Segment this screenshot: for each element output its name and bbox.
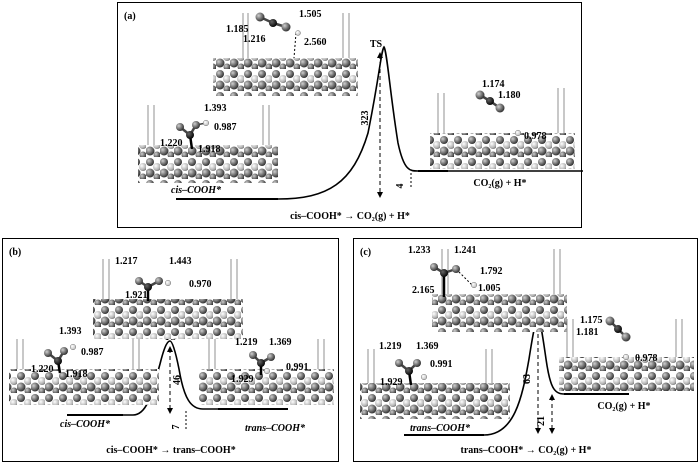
ts-slab <box>93 259 243 339</box>
ts-bond-1: 1.217 <box>115 256 138 267</box>
is-molecule <box>176 119 209 150</box>
panel-label: (b) <box>9 247 21 258</box>
initial-state-label: cis–COOH* <box>171 185 222 196</box>
reaction-energy-value: 21 <box>536 416 547 426</box>
is-bond-1: 1.393 <box>204 103 227 114</box>
is-bond-3: 0.991 <box>430 359 453 370</box>
initial-state-label: cis–COOH* <box>60 419 111 430</box>
ts-bond-1: 1.505 <box>299 9 322 20</box>
panel-b: (b) 46 TS 7 1.217 1.443 0.970 1.92 <box>2 238 339 462</box>
ts-bond-5: 1.005 <box>478 283 501 294</box>
fs-bond-1: 1.175 <box>580 315 603 326</box>
fs-bond-3: 0.978 <box>524 131 547 142</box>
fs-bond-1: 1.219 <box>235 337 258 348</box>
reaction-energy-value: 4 <box>395 184 406 189</box>
panel-caption: trans–COOH* → CO₂(g) + H* <box>461 445 592 456</box>
final-state-label: CO₂(g) + H* <box>473 178 526 189</box>
is-bond-4: 1.918 <box>198 144 221 155</box>
panel-caption: cis–COOH* → trans–COOH* <box>106 445 235 456</box>
fs-slab <box>430 88 575 169</box>
fs-molecule <box>249 351 275 375</box>
ts-label: TS <box>370 39 383 50</box>
is-bond-4: 1.918 <box>65 369 88 380</box>
panel-c: (c) 63 TS 21 1.233 1.241 1.792 <box>353 238 698 462</box>
panel-label: (c) <box>360 247 371 258</box>
fs-molecule <box>605 316 631 360</box>
ts-molecule <box>255 12 301 59</box>
barrier-value: 63 <box>522 374 533 384</box>
is-bond-2: 0.987 <box>81 347 104 358</box>
is-molecule <box>44 343 76 374</box>
ts-bond-4: 2.560 <box>304 37 327 48</box>
is-bond-2: 0.987 <box>214 122 237 133</box>
reaction-energy-value: 7 <box>171 425 182 430</box>
ts-bond-3: 1.216 <box>243 34 266 45</box>
fs-bond-4: 1.929 <box>231 374 254 385</box>
ts-molecule <box>135 277 171 301</box>
ts-bond-4: 2.165 <box>412 285 435 296</box>
ts-bond-2: 1.443 <box>169 256 192 267</box>
is-slab <box>9 339 159 405</box>
ts-bond-2: 1.241 <box>454 245 477 256</box>
ts-bond-3: 0.970 <box>189 279 212 290</box>
ts-bond-3: 1.792 <box>480 266 503 277</box>
is-bond-2: 1.369 <box>416 341 439 352</box>
barrier-value: 323 <box>360 111 371 126</box>
panel-label: (a) <box>124 11 136 22</box>
fs-molecule <box>475 90 522 136</box>
is-molecule <box>395 359 427 386</box>
is-slab <box>138 105 278 183</box>
ts-bond-2: 1.185 <box>226 24 249 35</box>
fs-bond-3: 0.991 <box>286 362 309 373</box>
panel-c-figure: (c) 63 TS 21 1.233 1.241 1.792 <box>360 245 694 456</box>
final-state-label: trans–COOH* <box>245 423 306 434</box>
initial-state-label: trans–COOH* <box>410 423 471 434</box>
is-bond-3: 1.220 <box>160 138 183 149</box>
barrier-value: 46 <box>172 375 183 385</box>
energy-profile <box>176 45 583 200</box>
fs-bond-3: 0.978 <box>635 353 658 364</box>
fs-slab <box>559 319 694 391</box>
is-bond-1: 1.219 <box>379 341 402 352</box>
is-slab <box>360 349 510 419</box>
ts-bond-1: 1.233 <box>408 245 431 256</box>
ts-molecule <box>430 263 477 297</box>
fs-bond-1: 1.174 <box>482 79 505 90</box>
final-state-label: CO₂(g) + H* <box>597 401 650 412</box>
is-bond-3: 1.220 <box>31 364 54 375</box>
is-bond-4: 1.929 <box>380 377 403 388</box>
ts-slab <box>213 13 358 96</box>
is-bond-1: 1.393 <box>59 326 82 337</box>
panel-a-figure: (a) 323 TS 4 1.505 1.185 1. <box>124 9 583 222</box>
fs-bond-2: 1.369 <box>269 337 292 348</box>
panel-b-figure: (b) 46 TS 7 1.217 1.443 0.970 1.92 <box>9 247 334 456</box>
fs-bond-2: 1.181 <box>576 327 599 338</box>
panel-caption: cis–COOH* → CO₂(g) + H* <box>290 211 410 222</box>
panel-a: (a) 323 TS 4 1.505 1.185 1. <box>117 2 583 228</box>
fs-slab <box>199 339 334 405</box>
fs-bond-2: 1.180 <box>498 90 521 101</box>
ts-bond-4: 1.921 <box>125 290 148 301</box>
